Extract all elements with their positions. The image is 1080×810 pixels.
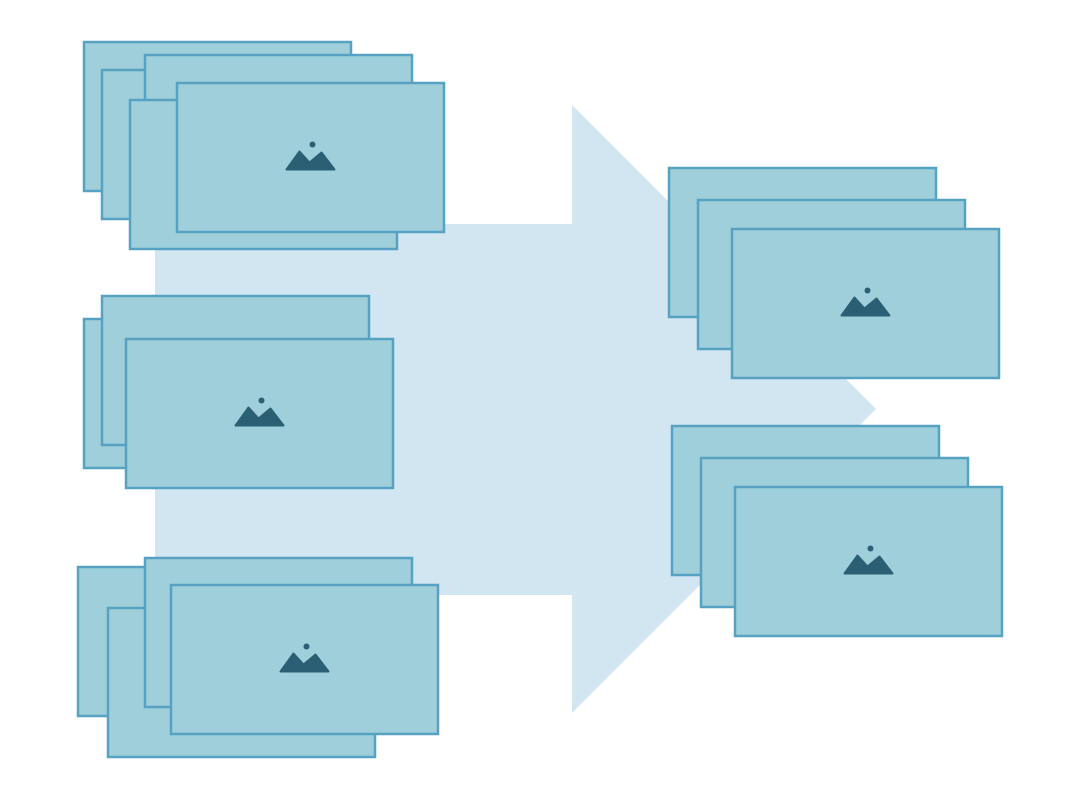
target-stack-1 (667, 166, 1001, 380)
sun-dot (864, 287, 871, 294)
mountain-shape (840, 296, 891, 317)
target-stack-2 (670, 424, 1004, 638)
image-icon (840, 287, 891, 317)
source-stack-1 (82, 40, 446, 251)
image-card (169, 583, 440, 736)
source-stack-2 (82, 294, 395, 490)
sun-dot (867, 545, 874, 552)
sun-dot (303, 643, 310, 650)
image-icon (285, 141, 336, 171)
source-stack-3 (76, 556, 440, 759)
mountain-shape (279, 652, 330, 673)
image-card (175, 81, 446, 234)
image-icon (279, 643, 330, 673)
source-stacks (76, 40, 446, 759)
image-card (733, 485, 1004, 638)
mountain-shape (234, 406, 285, 427)
image-card (124, 337, 395, 490)
target-stacks (667, 166, 1004, 638)
mountain-shape (285, 150, 336, 171)
image-icon (234, 397, 285, 427)
mountain-shape (843, 554, 894, 575)
sun-dot (309, 141, 316, 148)
image-icon (843, 545, 894, 575)
image-card (730, 227, 1001, 380)
sun-dot (258, 397, 265, 404)
